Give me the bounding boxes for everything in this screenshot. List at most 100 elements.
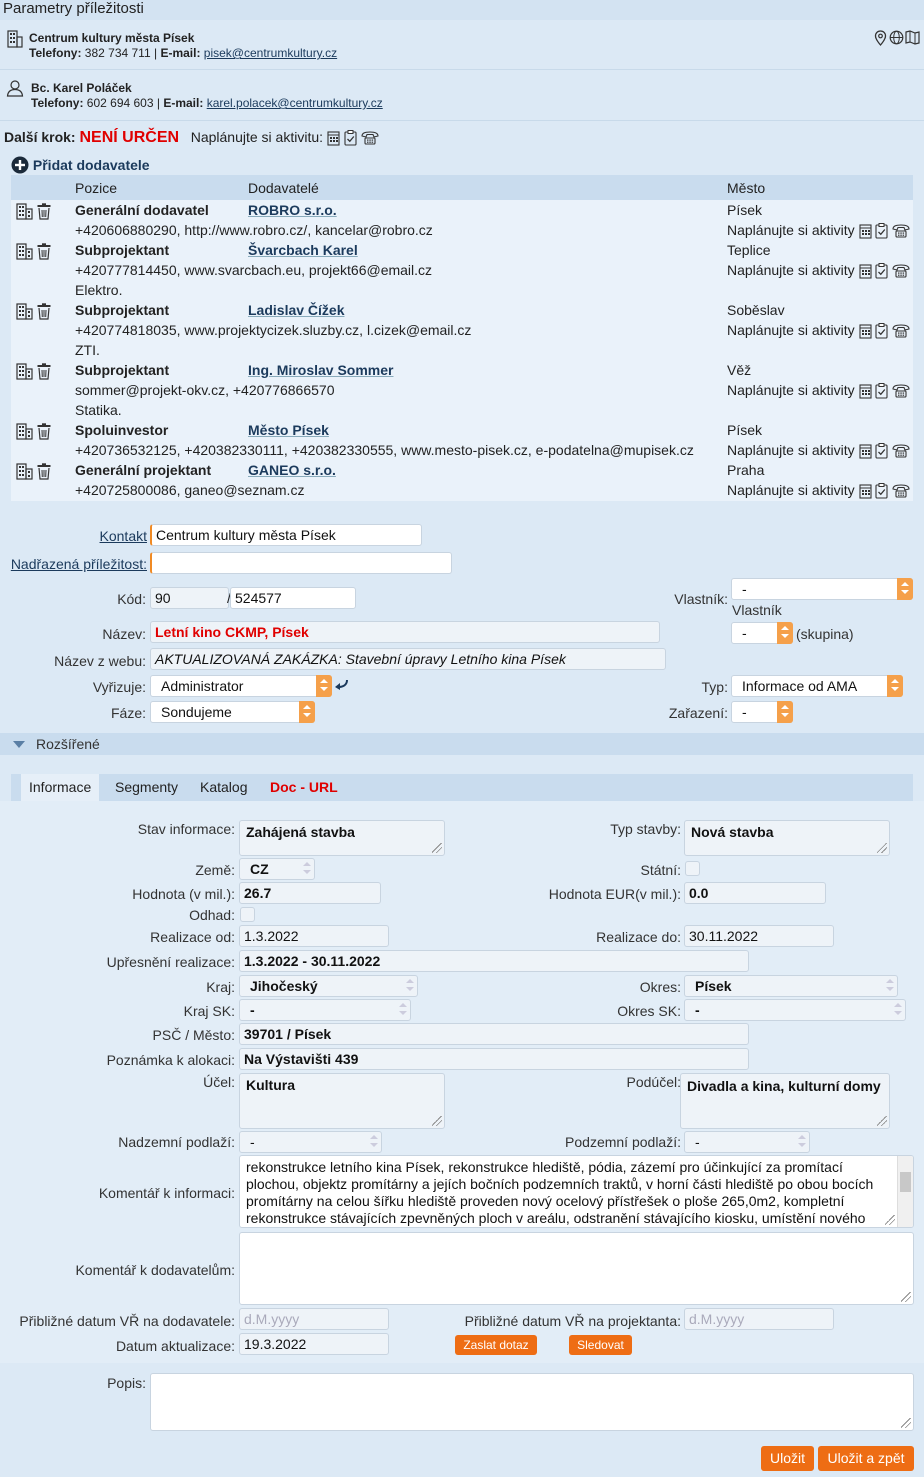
header-suppliers: Dodavatelé <box>248 180 319 196</box>
name-input[interactable]: Letní kino CKMP, Písek <box>150 621 660 643</box>
classification-select[interactable]: - <box>731 701 793 723</box>
parent-opportunity-link[interactable]: Nadřazená příležitost: <box>10 556 147 572</box>
calendar-icon[interactable] <box>858 324 872 339</box>
chevron-updown-icon <box>777 622 793 644</box>
contact-link[interactable]: Kontakt <box>99 528 147 544</box>
resize-grip-icon[interactable] <box>432 843 442 853</box>
tender-designer-date-input[interactable]: d.M.yyyy <box>684 1308 834 1330</box>
task-clipboard-icon[interactable] <box>875 323 888 339</box>
phone-icon[interactable] <box>892 484 910 498</box>
building-detail-icon[interactable] <box>16 423 33 440</box>
supplier-contact: sommer@projekt-okv.cz, +420776866570 <box>75 382 335 398</box>
scrollbar-thumb[interactable] <box>900 1172 911 1192</box>
supplier-plan-activities: Naplánujte si aktivity <box>727 262 910 279</box>
calendar-icon[interactable] <box>327 131 340 146</box>
phone-icon[interactable] <box>892 444 910 458</box>
resize-grip-icon[interactable] <box>877 1116 887 1126</box>
trash-icon[interactable] <box>37 423 51 440</box>
owner-select[interactable]: - <box>731 578 913 600</box>
resize-grip-icon[interactable] <box>901 1418 911 1428</box>
chevron-updown-icon <box>299 858 315 880</box>
building-detail-icon[interactable] <box>16 303 33 320</box>
person-phones-label: Telefony: <box>31 96 84 110</box>
phone-icon[interactable] <box>892 384 910 398</box>
follow-button[interactable]: Sledovat <box>569 1335 632 1355</box>
trash-icon[interactable] <box>37 303 51 320</box>
state-checkbox[interactable] <box>685 861 700 876</box>
description-field[interactable] <box>150 1373 914 1431</box>
building-detail-icon[interactable] <box>16 463 33 480</box>
type-select[interactable]: Informace od AMA <box>731 675 903 697</box>
value-eur-field: 0.0 <box>684 882 826 904</box>
supplier-name-link[interactable]: Ing. Miroslav Sommer <box>248 362 394 378</box>
phase-select[interactable]: Sondujeme <box>150 701 315 723</box>
building-detail-icon[interactable] <box>16 363 33 380</box>
info-status-field: Zahájená stavba <box>239 820 445 856</box>
tab-segmenty[interactable]: Segmenty <box>115 779 179 795</box>
tender-supplier-date-input[interactable]: d.M.yyyy <box>239 1308 389 1330</box>
assign-to-me-icon[interactable] <box>334 679 348 691</box>
person-contact: Bc. Karel Poláček Telefony: 602 694 603 … <box>0 71 924 121</box>
save-and-back-button[interactable]: Uložit a zpět <box>818 1446 914 1471</box>
plus-circle-icon <box>11 156 29 174</box>
task-clipboard-icon[interactable] <box>875 483 888 499</box>
above-ground-floors-label: Nadzemní podlaží: <box>118 1134 235 1150</box>
tab-doc-url[interactable]: Doc - URL <box>270 779 338 795</box>
supplier-name-link[interactable]: Město Písek <box>248 422 329 438</box>
resize-grip-icon[interactable] <box>885 1215 895 1225</box>
calendar-icon[interactable] <box>858 484 872 499</box>
phone-icon[interactable] <box>892 264 910 278</box>
globe-icon[interactable] <box>889 30 904 45</box>
estimate-checkbox[interactable] <box>240 907 255 922</box>
phone-icon[interactable] <box>892 224 910 238</box>
map-pin-icon[interactable] <box>874 30 887 46</box>
resize-grip-icon[interactable] <box>877 843 887 853</box>
org-name: Centrum kultury města Písek <box>29 31 195 45</box>
region-label: Kraj: <box>206 979 235 995</box>
person-email-link[interactable]: karel.polacek@centrumkultury.cz <box>206 96 383 110</box>
scrollbar[interactable] <box>897 1156 913 1227</box>
realization-to-field: 30.11.2022 <box>684 925 834 947</box>
map-icon[interactable] <box>905 30 920 45</box>
supplier-name-link[interactable]: Švarcbach Karel <box>248 242 358 258</box>
info-comment-field[interactable]: rekonstrukce letního kina Písek, rekonst… <box>239 1155 914 1228</box>
trash-icon[interactable] <box>37 203 51 220</box>
task-clipboard-icon[interactable] <box>875 443 888 459</box>
resize-grip-icon[interactable] <box>901 1292 911 1302</box>
building-detail-icon[interactable] <box>16 203 33 220</box>
contact-input[interactable]: Centrum kultury města Písek <box>150 524 422 546</box>
code-input[interactable]: 524577 <box>230 587 356 609</box>
phone-icon[interactable] <box>892 324 910 338</box>
supplier-name-link[interactable]: ROBRO s.r.o. <box>248 202 337 218</box>
extended-section-toggle[interactable]: Rozšířené <box>0 733 924 755</box>
trash-icon[interactable] <box>37 243 51 260</box>
calendar-icon[interactable] <box>858 384 872 399</box>
trash-icon[interactable] <box>37 463 51 480</box>
task-clipboard-icon[interactable] <box>875 383 888 399</box>
supplier-comment-field[interactable] <box>239 1232 914 1305</box>
supplier-name-link[interactable]: GANEO s.r.o. <box>248 462 336 478</box>
add-supplier-button[interactable]: Přidat dodavatele <box>11 156 150 174</box>
calendar-icon[interactable] <box>858 224 872 239</box>
calendar-icon[interactable] <box>858 444 872 459</box>
region-sk-select-value: - <box>250 1002 255 1018</box>
supplier-name-link[interactable]: Ladislav Čížek <box>248 302 345 318</box>
parent-opportunity-input[interactable] <box>150 552 452 574</box>
calendar-icon[interactable] <box>858 264 872 279</box>
subpurpose-label: Podúčel: <box>626 1074 681 1090</box>
task-clipboard-icon[interactable] <box>875 223 888 239</box>
task-clipboard-icon[interactable] <box>875 263 888 279</box>
phone-icon[interactable] <box>361 131 379 145</box>
task-clipboard-icon[interactable] <box>344 130 357 146</box>
tab-informace[interactable]: Informace <box>15 774 100 801</box>
trash-icon[interactable] <box>37 363 51 380</box>
owner-group-select[interactable]: - <box>731 622 793 644</box>
resize-grip-icon[interactable] <box>432 1116 442 1126</box>
building-detail-icon[interactable] <box>16 243 33 260</box>
assigned-select[interactable]: Administrator <box>150 675 332 697</box>
tab-katalog[interactable]: Katalog <box>200 779 248 795</box>
org-email-link[interactable]: pisek@centrumkultury.cz <box>203 46 338 60</box>
save-button[interactable]: Uložit <box>761 1446 814 1471</box>
building-type-field: Nová stavba <box>684 820 890 856</box>
send-query-button[interactable]: Zaslat dotaz <box>455 1335 537 1355</box>
